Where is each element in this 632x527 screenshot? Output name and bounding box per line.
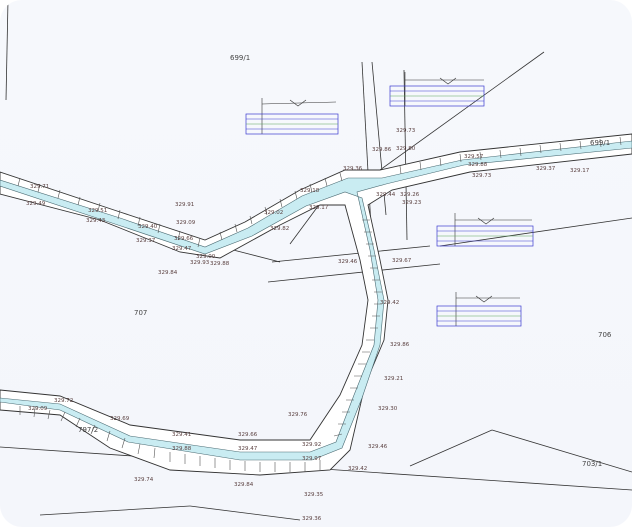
elevation-label: 329.73: [472, 173, 492, 179]
elevation-label: 329.93: [190, 260, 210, 266]
elevation-label: 329.00: [196, 254, 216, 260]
elevation-label: 329.86: [390, 342, 410, 348]
elevation-label: 329.76: [288, 412, 308, 418]
parcel-label: 699/1: [590, 139, 610, 147]
elevation-label: 329.47: [238, 446, 258, 452]
elevation-label: 329.91: [175, 202, 194, 208]
elevation-label: 329.47: [172, 246, 192, 252]
elevation-label: 329.86: [372, 147, 392, 153]
parcel-label: 703/1: [582, 460, 602, 468]
elevation-label: 329.88: [468, 162, 488, 168]
cross-section-panel-3: [436, 213, 534, 247]
elevation-label: 329.37: [536, 166, 556, 172]
elevation-labels: 329.71 329.49 329.51 329.43 329.40 329.3…: [26, 128, 590, 522]
elevation-label: 329.71: [30, 184, 49, 190]
elevation-label: 329.84: [234, 482, 254, 488]
elevation-label: 329.88: [172, 446, 192, 452]
elevation-label: 329.36: [343, 166, 363, 172]
elevation-label: 329.88: [210, 261, 230, 267]
elevation-label: 329.46: [338, 259, 358, 265]
parcel-label: 699/1: [230, 54, 250, 62]
parcel-label: 707: [134, 309, 147, 317]
parcel-label: 706: [598, 331, 612, 339]
parcel-label: 797/2: [78, 426, 98, 434]
elevation-label: 329.57: [464, 154, 484, 160]
elevation-label: 329.37: [136, 238, 156, 244]
elevation-label: 329.51: [88, 208, 107, 214]
elevation-label: 329.42: [348, 466, 367, 472]
cross-section-panel-1: [245, 98, 339, 135]
elevation-label: 329.69: [110, 416, 130, 422]
elevation-label: 329.23: [402, 200, 422, 206]
elevation-label: 329.02: [264, 210, 283, 216]
elevation-label: 329.18: [300, 188, 320, 194]
elevation-label: 329.73: [396, 128, 416, 134]
elevation-label: 329.09: [176, 220, 196, 226]
elevation-label: 329.41: [172, 432, 191, 438]
elevation-label: 329.36: [302, 516, 322, 522]
elevation-label: 329.35: [304, 492, 324, 498]
elevation-label: 329.26: [400, 192, 420, 198]
elevation-label: 329.66: [174, 236, 194, 242]
elevation-label: 329.30: [378, 406, 398, 412]
elevation-label: 329.43: [86, 218, 106, 224]
elevation-label: 329.84: [158, 270, 178, 276]
elevation-label: 329.74: [134, 477, 154, 483]
elevation-label: 329.40: [138, 224, 158, 230]
elevation-label: 329.92: [302, 442, 321, 448]
elevation-label: 329.42: [380, 300, 399, 306]
elevation-label: 329.46: [368, 444, 388, 450]
cross-section-panel-2: [389, 72, 485, 107]
elevation-label: 329.17: [570, 168, 590, 174]
cross-section-panel-4: [436, 292, 522, 327]
elevation-label: 329.97: [302, 456, 322, 462]
elevation-label: 329.21: [384, 376, 403, 382]
elevation-label: 329.72: [54, 398, 73, 404]
elevation-label: 329.17: [309, 205, 329, 211]
elevation-label: 329.80: [396, 146, 416, 152]
channel-water: [0, 140, 632, 461]
elevation-label: 329.67: [392, 258, 412, 264]
elevation-label: 329.82: [270, 226, 289, 232]
elevation-label: 329.44: [376, 192, 396, 198]
elevation-label: 329.09: [28, 406, 48, 412]
channel-hatching: [17, 136, 622, 472]
elevation-label: 329.66: [238, 432, 258, 438]
elevation-label: 329.49: [26, 201, 46, 207]
